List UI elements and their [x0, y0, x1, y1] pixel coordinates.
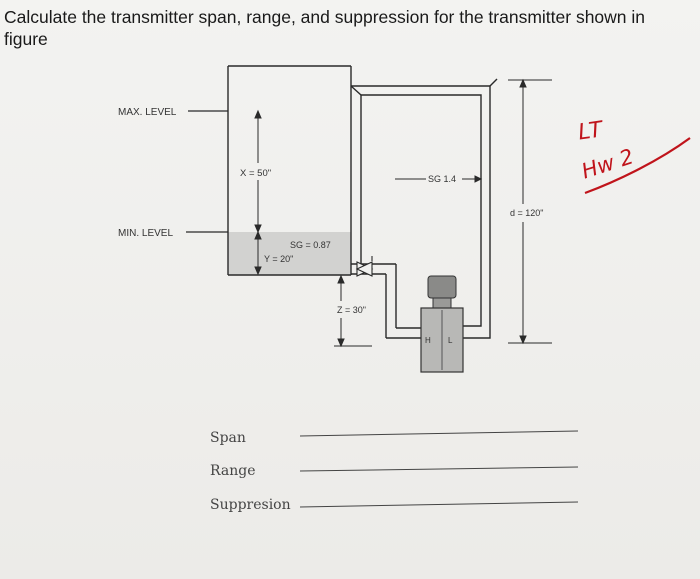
tank: [227, 65, 352, 276]
range-label: Range: [210, 463, 255, 479]
impulse-line: [351, 263, 421, 339]
wet-leg: [350, 78, 498, 339]
sg-fill-label: SG 1.4: [428, 174, 456, 184]
tank-liquid: [228, 232, 351, 275]
question-text: Calculate the transmitter span, range, a…: [4, 6, 694, 50]
question-line-2: figure: [4, 29, 48, 49]
handwritten-lt: LT: [577, 117, 606, 145]
sg-pointer-arrow: [395, 175, 483, 183]
y-dimension: [254, 230, 262, 276]
sg-process-label: SG = 0.87: [290, 240, 331, 250]
isolation-valve-icon: [355, 256, 374, 277]
suppression-label: Suppresion: [210, 497, 291, 513]
span-answer-line: [299, 430, 579, 437]
max-level-label: MAX. LEVEL: [118, 107, 177, 118]
l-port-label: L: [448, 336, 453, 345]
transmitter-icon: [420, 275, 464, 373]
d-dimension: [508, 78, 552, 345]
min-level-label: MIN. LEVEL: [118, 228, 173, 239]
question-line-1: Calculate the transmitter span, range, a…: [4, 7, 646, 27]
x-label: X = 50": [240, 168, 271, 179]
z-dimension: [334, 274, 372, 348]
d-label: d = 120": [510, 208, 543, 218]
handwritten-underline: [584, 137, 691, 195]
z-label: Z = 30": [337, 305, 366, 315]
suppression-answer-line: [299, 501, 579, 508]
span-label: Span: [210, 430, 246, 446]
range-answer-line: [299, 466, 579, 472]
handwritten-hw2: Hw 2: [579, 144, 637, 183]
x-dimension: [254, 109, 262, 234]
h-port-label: H: [425, 336, 431, 345]
y-label: Y = 20": [264, 254, 293, 264]
